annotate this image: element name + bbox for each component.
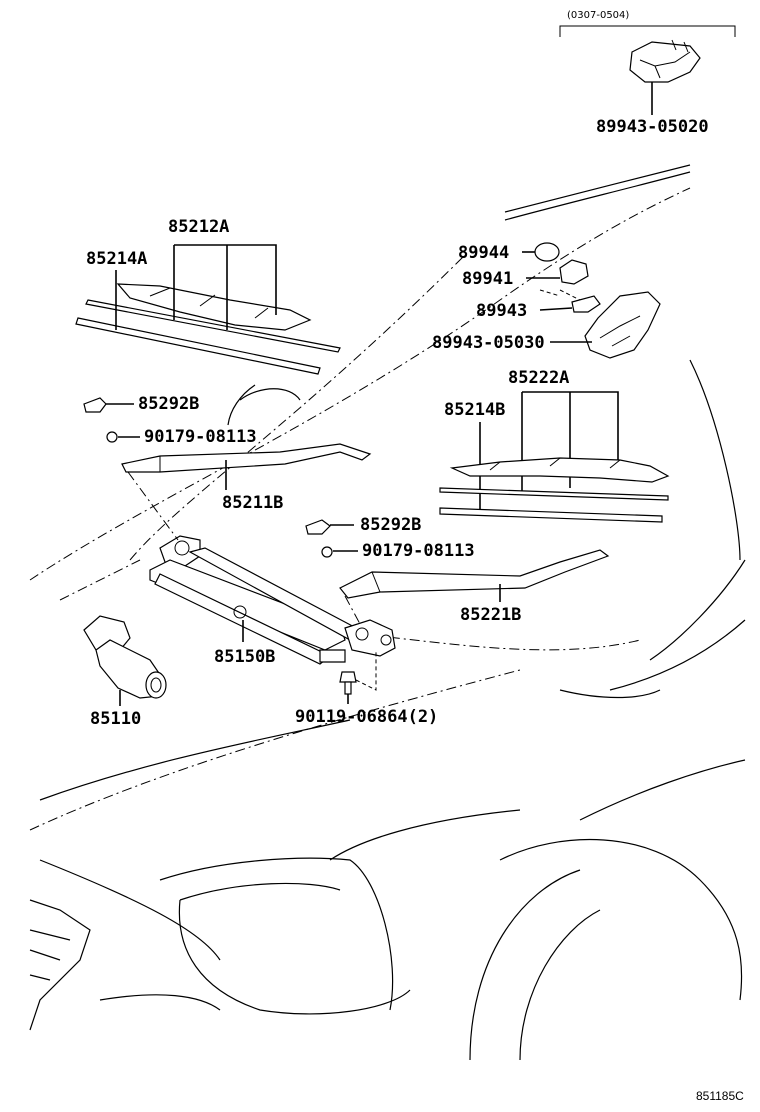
- label-89943-05020: 89943-05020: [596, 117, 709, 137]
- label-89943: 89943: [476, 301, 527, 321]
- part-85292B-cap-right: [305, 519, 331, 535]
- wiper-link-assembly: [127, 471, 396, 665]
- label-85212A: 85212A: [168, 217, 229, 237]
- right-wiper-arm: [339, 549, 610, 602]
- part-90179-08113-nut-right: [321, 546, 333, 558]
- label-85292B-left: 85292B: [138, 394, 199, 414]
- bolt-90119-06864: [339, 650, 377, 704]
- variant-bracket: (0307-0504): [559, 10, 736, 37]
- label-85214B: 85214B: [444, 400, 505, 420]
- label-90179-08113-right: 90179-08113: [362, 541, 475, 561]
- variant-note: (0307-0504): [567, 10, 629, 21]
- label-90119-06864: 90119-06864(2): [295, 707, 438, 727]
- part-89941: [559, 259, 589, 285]
- label-85110: 85110: [90, 709, 141, 729]
- part-90179-08113-nut-left: [106, 431, 118, 443]
- left-wiper-arm: [121, 443, 372, 490]
- part-85292B-cap-left: [83, 397, 107, 413]
- leader-85212A: [173, 244, 277, 330]
- label-90179-08113-left: 90179-08113: [144, 427, 257, 447]
- left-wiper-blade: [75, 283, 341, 375]
- label-89943-05030: 89943-05030: [432, 333, 545, 353]
- label-89941: 89941: [462, 269, 513, 289]
- diagram-code: 851185C: [696, 1089, 744, 1103]
- wiper-motor: [59, 559, 167, 706]
- leader-85222A: [521, 391, 619, 495]
- label-85214A: 85214A: [86, 249, 147, 269]
- label-89944: 89944: [458, 243, 509, 263]
- washer-nozzle-89943-05020: [629, 39, 701, 115]
- part-89943: [571, 295, 601, 313]
- right-wiper-blade: [439, 457, 670, 523]
- label-85150B: 85150B: [214, 647, 275, 667]
- label-85292B-right: 85292B: [360, 515, 421, 535]
- part-89944-cap: [534, 242, 560, 262]
- vehicle-body-outline: [29, 164, 746, 1061]
- label-85222A: 85222A: [508, 368, 569, 388]
- label-85211B: 85211B: [222, 493, 283, 513]
- label-85221B: 85221B: [460, 605, 521, 625]
